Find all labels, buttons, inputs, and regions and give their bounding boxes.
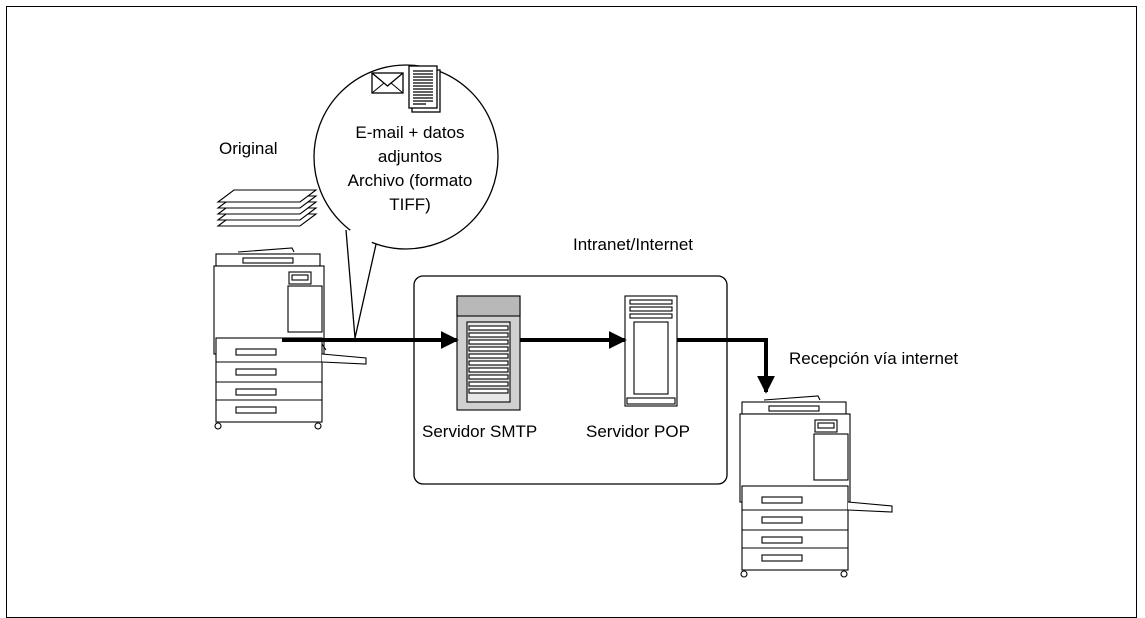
reception-label: Recepción vía internet (789, 349, 958, 368)
network-label: Intranet/Internet (573, 235, 693, 254)
pop-server-icon (624, 295, 678, 407)
bubble-text-line-4: TIFF) (389, 195, 431, 214)
arrow-pop-to-receiver (677, 338, 775, 394)
bubble-text-line-2: adjuntos (378, 147, 442, 166)
smtp-server-icon (456, 295, 521, 411)
envelope-icon (371, 72, 404, 94)
document-icon (408, 65, 441, 113)
paper-stack-icon (216, 189, 318, 227)
original-label: Original (219, 139, 278, 158)
bubble-text-line-1: E-mail + datos (355, 123, 464, 142)
network-diagram: E-mail + datos adjuntos Archivo (formato… (213, 64, 958, 578)
target-printer-icon (739, 395, 893, 578)
smtp-label: Servidor SMTP (422, 422, 537, 441)
bubble-text-line-3: Archivo (formato (348, 171, 473, 190)
pop-label: Servidor POP (586, 422, 690, 441)
source-printer-icon (213, 247, 367, 430)
